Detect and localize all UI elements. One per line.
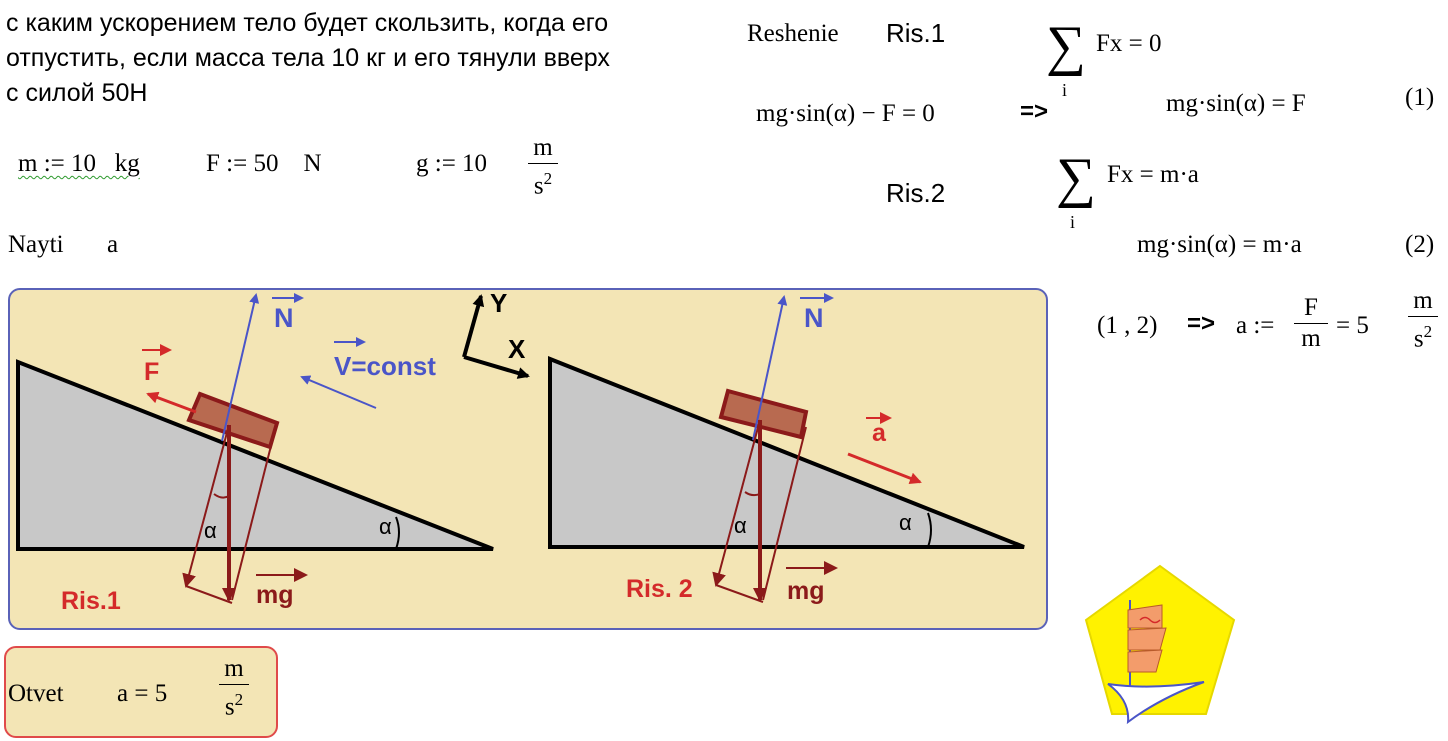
n2-label: N [804, 303, 824, 333]
velocity-label: V=const [334, 351, 436, 381]
x-axis [463, 355, 530, 379]
ris1-caption: Ris.1 [61, 587, 121, 615]
question-line-1: с каким ускорением тело будет скользить,… [6, 9, 609, 37]
combine-label: (1 , 2) [1097, 312, 1158, 339]
acceleration-label: a [872, 419, 887, 447]
logo-hull [1107, 681, 1205, 725]
question-line-3: с силой 50Н [6, 79, 148, 107]
force-over-mass-fraction: F m [1294, 293, 1328, 354]
sum-index-2: i [1070, 212, 1076, 232]
gravity-component-2a [712, 419, 761, 587]
n1-label: N [274, 303, 294, 333]
implies-1: => [1020, 98, 1049, 125]
acceleration-definition: a := [1236, 312, 1275, 339]
alpha-label-1b: α [204, 518, 217, 543]
equation-1-left: mg·sin(α) − F = 0 [756, 100, 935, 127]
answer-unit: m s2 [219, 654, 249, 722]
logo-sail-3 [1127, 649, 1163, 673]
angle-arc-2 [927, 512, 932, 548]
equation-2: mg·sin(α) = m·a [1137, 231, 1302, 258]
sum-equation-2: Fx = m·a [1107, 161, 1199, 188]
figure-2: N a α α mg Ris. 2 [548, 293, 1025, 605]
acceleration-result: = 5 [1336, 312, 1369, 339]
velocity-arrow [300, 375, 377, 409]
sum-index-1: i [1062, 80, 1068, 100]
normal-force-arrow-1 [221, 293, 260, 442]
equation-2-tag: (2) [1405, 231, 1435, 258]
gravity-projection-2a [762, 426, 807, 601]
applied-force-arrow [146, 391, 197, 414]
alpha-label-2: α [899, 510, 912, 535]
find-label: Nayti [8, 231, 64, 258]
sum-equation-1: Fx = 0 [1096, 30, 1162, 57]
solution-ris1-label: Ris.1 [886, 18, 946, 48]
find-variable: a [107, 231, 119, 258]
given-g-unit: m s2 [528, 133, 558, 201]
acceleration-arrow [847, 452, 922, 484]
question-line-2: отпустить, если масса тела 10 кг и его т… [6, 44, 610, 72]
incline-2 [548, 356, 1025, 549]
mg-label-2: mg [787, 577, 825, 605]
logo-sail-2 [1127, 627, 1167, 651]
given-force: F := 50 N [206, 150, 322, 177]
block-2 [718, 388, 809, 440]
equation-1-right: mg·sin(α) = F [1166, 90, 1306, 117]
solution-heading: Reshenie [747, 20, 839, 47]
answer-expression: a = 5 [117, 680, 168, 707]
gravity-projection-1a [231, 429, 276, 601]
given-gravity: g := 10 [416, 150, 488, 177]
logo-wave [1139, 616, 1161, 624]
gravity-angle-arc-2 [744, 491, 761, 497]
f-label: F [144, 358, 159, 386]
gravity-projection-2b [715, 584, 764, 603]
figure-1: N F V=const α α mg Ris.1 [16, 293, 494, 615]
answer-label: Otvet [8, 680, 64, 707]
given-mass: m := 10 kg [18, 150, 140, 177]
acceleration-unit: m s2 [1408, 286, 1438, 354]
sum-symbol-2: ∑ [1056, 147, 1096, 209]
ris2-caption: Ris. 2 [626, 575, 693, 603]
mg-label-1: mg [256, 581, 294, 609]
gravity-projection-1b [185, 585, 233, 604]
normal-force-arrow-2 [752, 295, 788, 441]
x-axis-label: X [508, 334, 526, 364]
y-axis [462, 294, 485, 358]
gravity-component-1a [182, 424, 230, 588]
alpha-label-1: α [379, 514, 392, 539]
solution-ris2-label: Ris.2 [886, 178, 946, 208]
incline-1 [16, 359, 494, 551]
gravity-angle-arc-1 [213, 493, 230, 499]
equation-1-tag: (1) [1405, 84, 1435, 111]
answer-box [4, 646, 278, 738]
alpha-label-2b: α [734, 513, 747, 538]
logo [1084, 564, 1236, 725]
sum-symbol-1: ∑ [1046, 15, 1086, 77]
y-axis-label: Y [490, 288, 507, 318]
axes: Y X [462, 288, 530, 379]
angle-arc-1 [395, 516, 400, 550]
implies-2: => [1187, 310, 1216, 337]
